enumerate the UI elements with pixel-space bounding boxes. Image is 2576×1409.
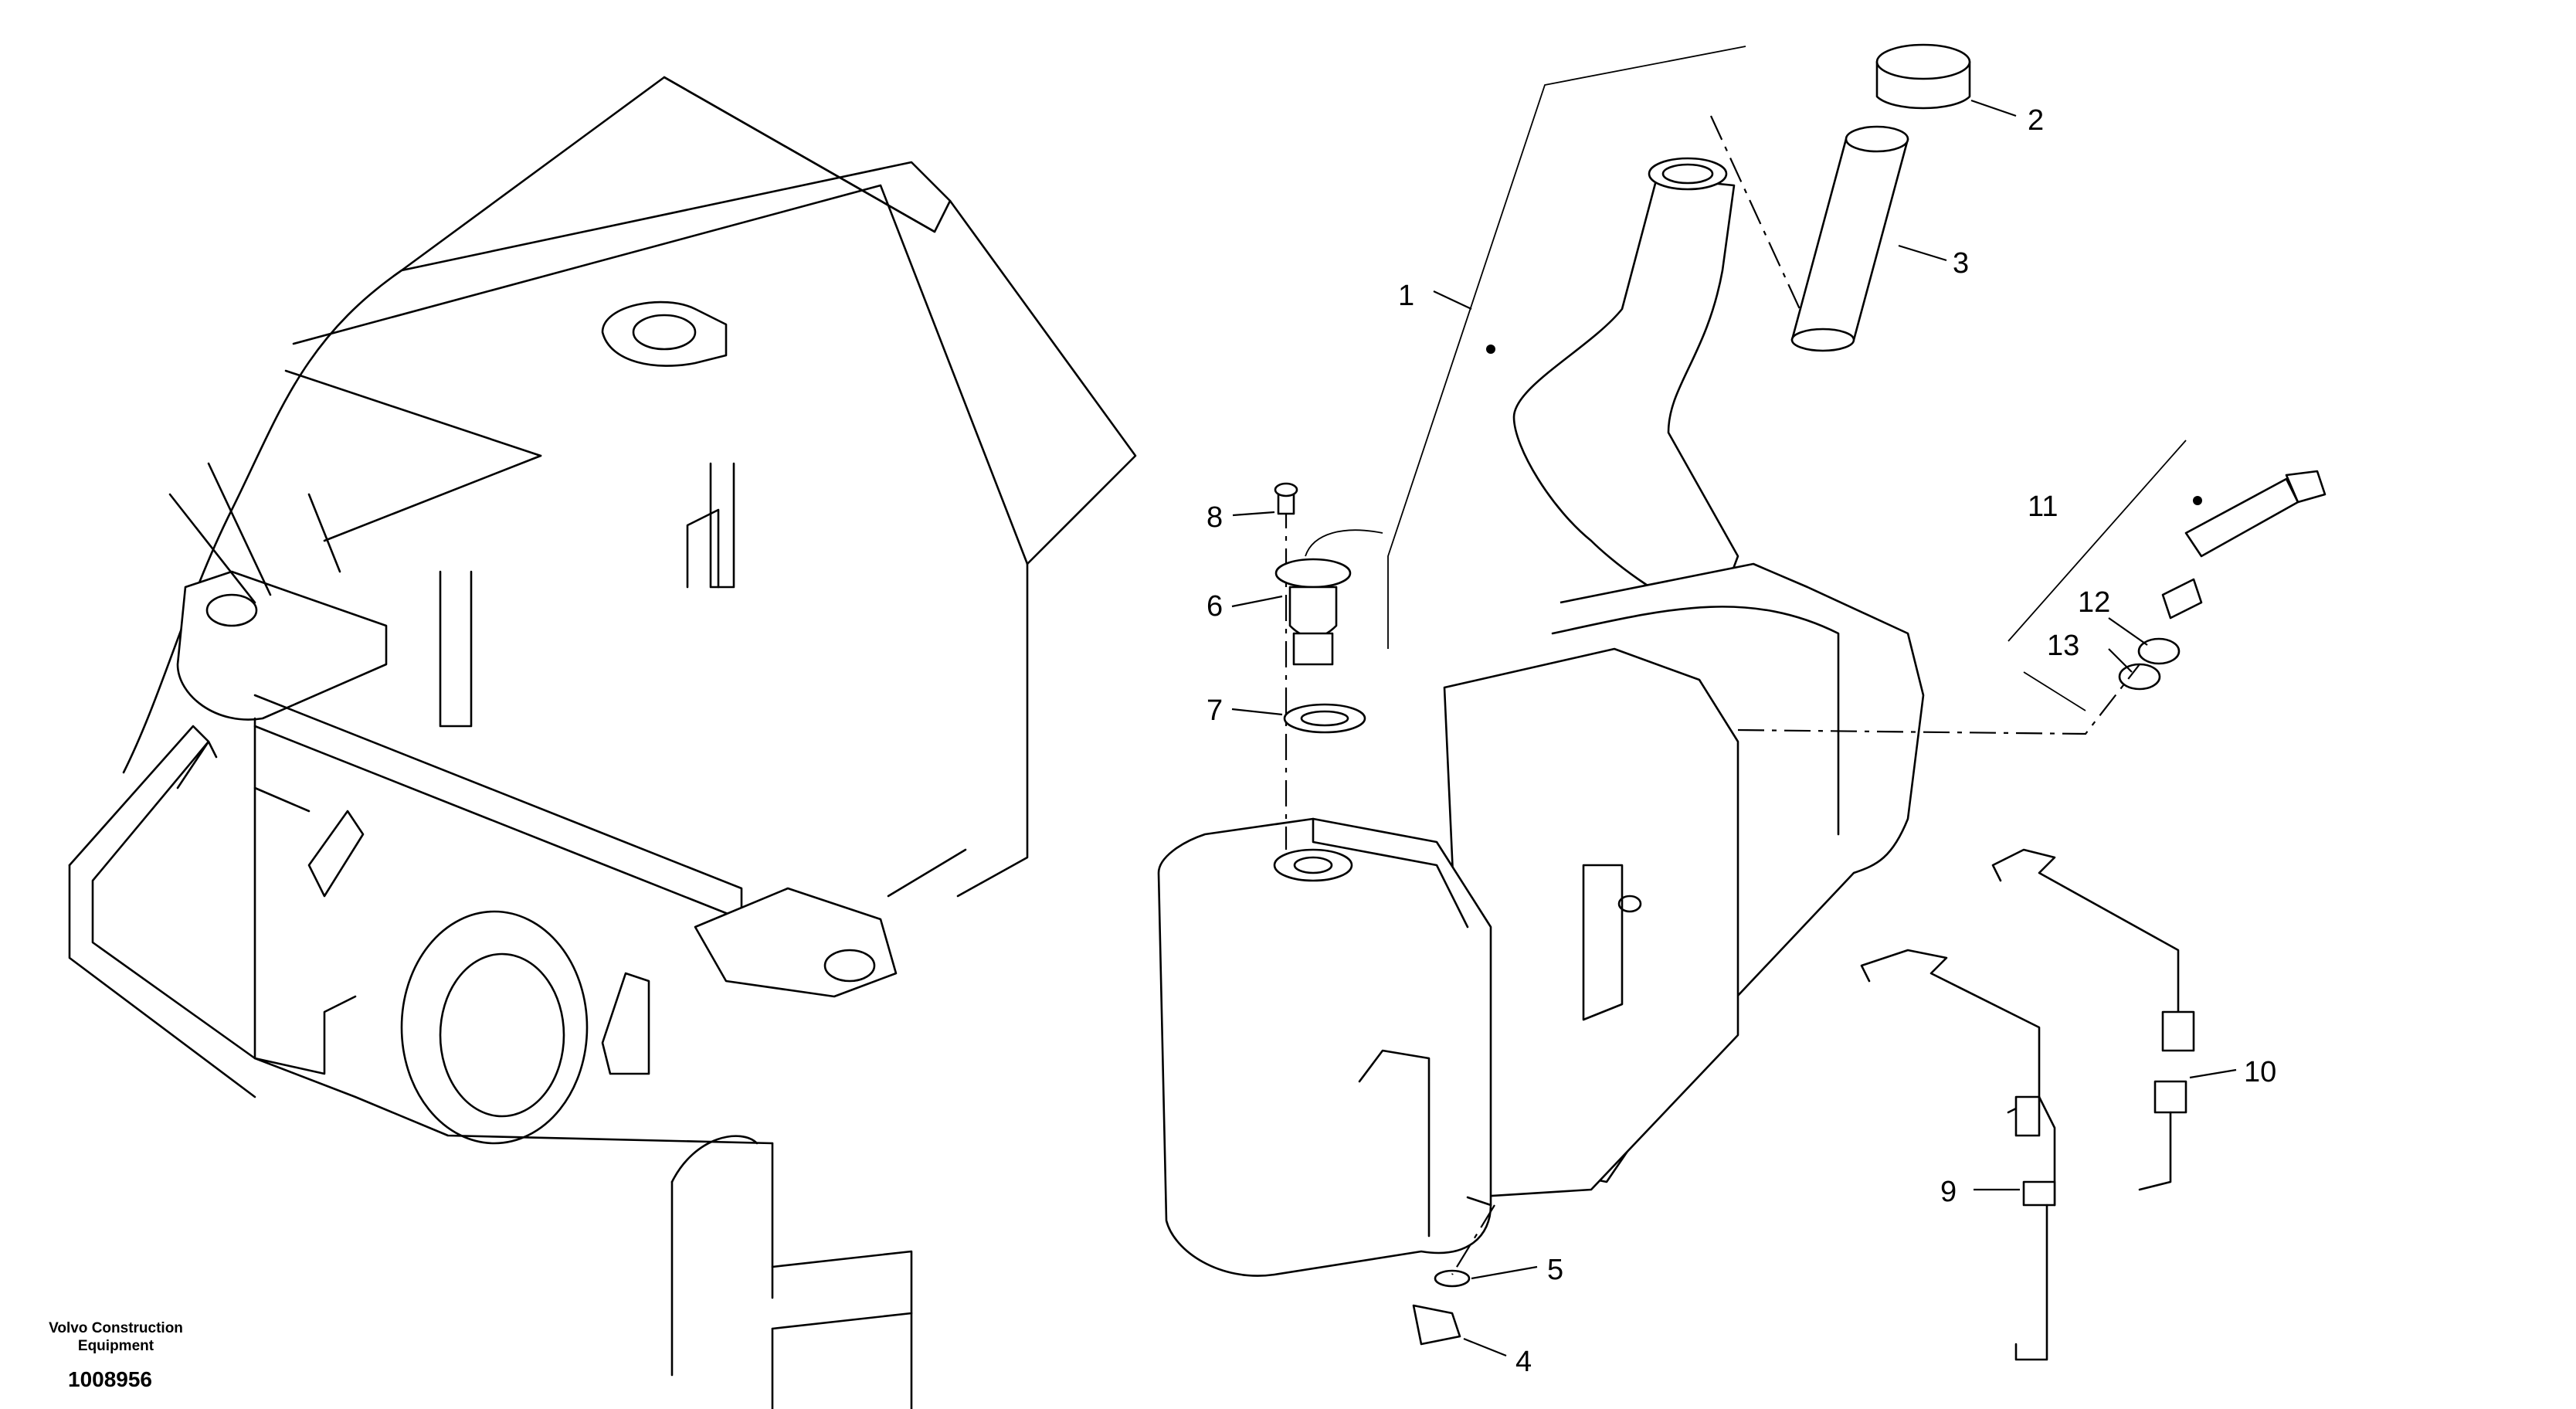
callout-11: 11 bbox=[2028, 491, 2058, 523]
callout-9: 9 bbox=[1940, 1176, 1957, 1208]
figure-id: 1008956 bbox=[68, 1367, 152, 1391]
callout-13: 13 bbox=[2047, 630, 2079, 662]
callout-8: 8 bbox=[1207, 501, 1223, 534]
callout-2: 2 bbox=[2028, 104, 2044, 137]
company-name-line2: Equipment bbox=[78, 1338, 154, 1354]
machine-frame-drawing bbox=[68, 76, 1137, 1409]
callout-6: 6 bbox=[1207, 590, 1223, 623]
callout-4: 4 bbox=[1515, 1346, 1532, 1378]
fuel-tank-assembly bbox=[1157, 43, 2327, 1361]
callout-leaders bbox=[1231, 99, 2237, 1357]
callout-1: 1 bbox=[1398, 280, 1414, 312]
callout-10: 10 bbox=[2244, 1056, 2276, 1088]
callout-5: 5 bbox=[1547, 1254, 1563, 1286]
callout-labels: 1 2 3 4 5 6 7 8 9 10 11 12 13 bbox=[1207, 104, 2276, 1378]
callout-7: 7 bbox=[1207, 694, 1223, 727]
footer: Volvo Construction Equipment 1008956 bbox=[49, 1320, 183, 1391]
callout-3: 3 bbox=[1953, 247, 1969, 280]
company-name: Volvo Construction bbox=[49, 1320, 183, 1336]
callout-12: 12 bbox=[2078, 586, 2110, 619]
